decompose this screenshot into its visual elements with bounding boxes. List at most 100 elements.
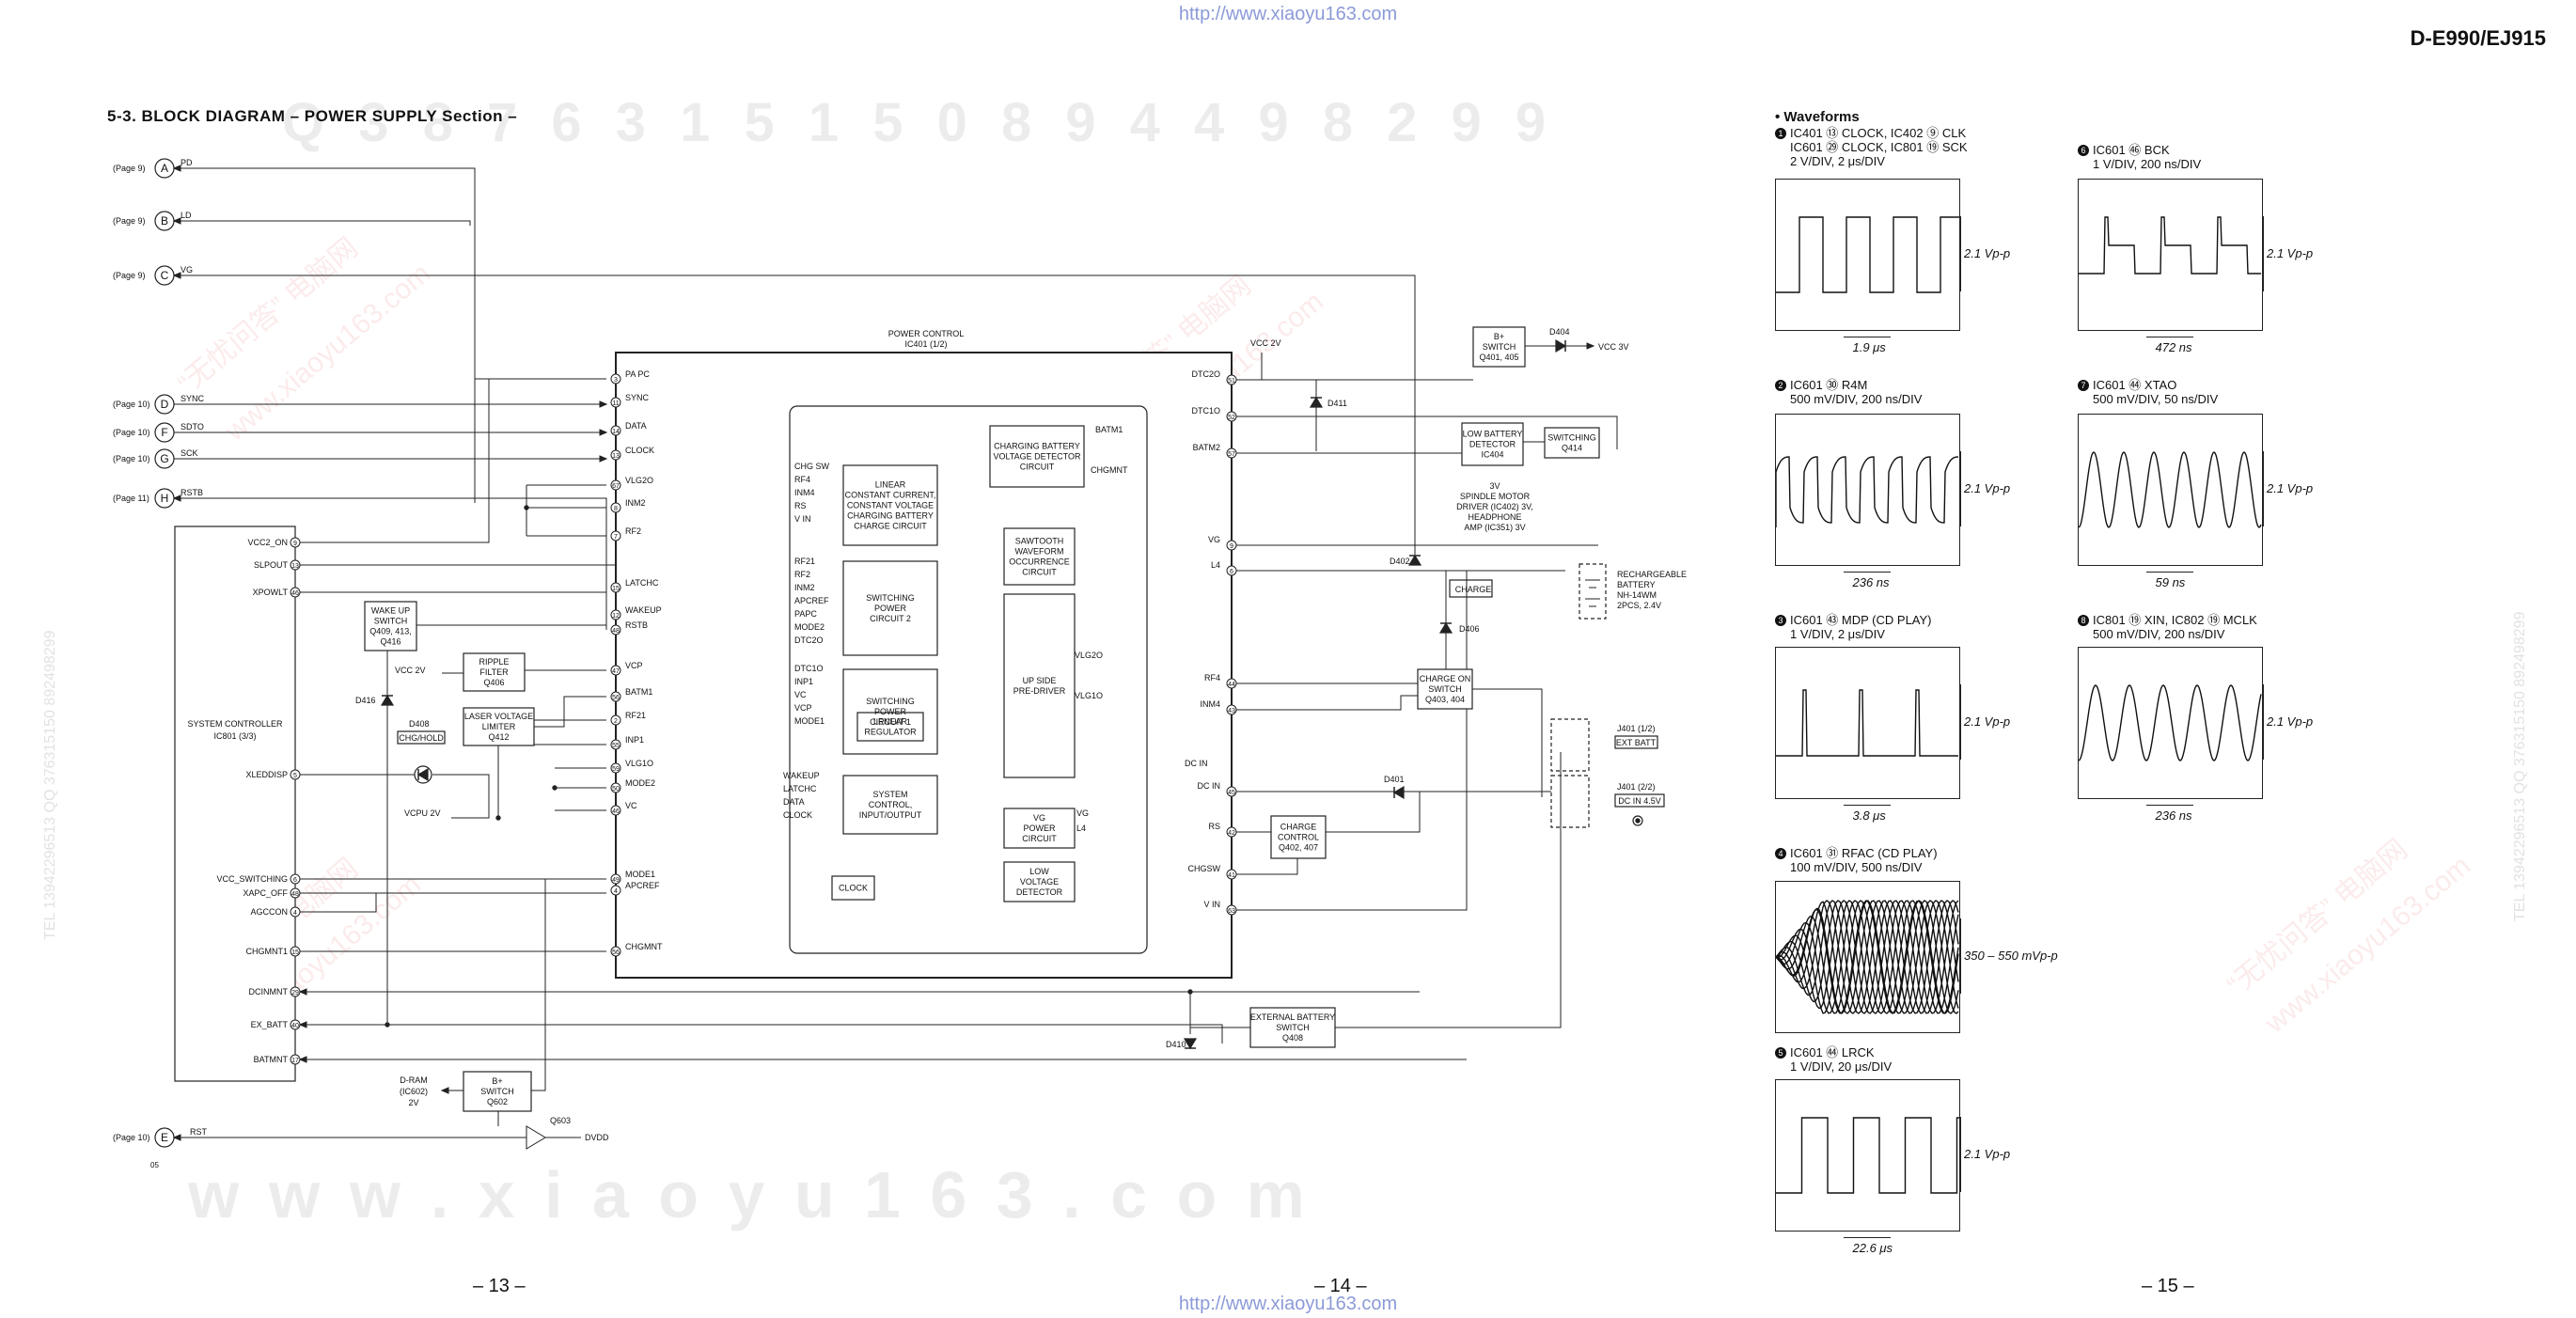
- waveform-time-marker: [2145, 805, 2193, 806]
- wake-up-switch-text: SWITCH: [374, 617, 408, 626]
- ic401-left-pin: [610, 449, 621, 461]
- sc-pin-name: XPOWLT: [253, 588, 289, 597]
- chg-hold-frame: [397, 730, 446, 745]
- waveform-title-line: IC401 ⑬ CLOCK, IC402 ⑨ CLK: [1790, 126, 1967, 140]
- arrow: [172, 217, 181, 225]
- wire-ld: [174, 220, 471, 226]
- d406-label: D406: [1459, 624, 1480, 634]
- low-voltage-detector-text: LOW: [1029, 867, 1049, 876]
- ic401-left-pin-num: 2: [614, 718, 618, 725]
- connector-D: [154, 394, 175, 415]
- ic401-right-pin: [1226, 374, 1237, 385]
- external-battery-switch: [1249, 1007, 1336, 1048]
- switching-power-circuit-1-text: POWER: [874, 707, 907, 716]
- inner-signal: RF4: [794, 475, 810, 484]
- wire-inm4: [1236, 695, 1418, 711]
- switching-power-circuit-1-text: SWITCHING: [866, 697, 915, 706]
- ic401-left-pin-name: DATA: [625, 421, 647, 431]
- d411: [1309, 396, 1324, 408]
- ic401-left-pin: [610, 691, 621, 702]
- linear-charge-circuit-text: CONSTANT CURRENT,: [845, 491, 936, 500]
- rechargeable-battery-label: NH-14WM: [1617, 590, 1657, 600]
- ic401-left-pin-name: RF21: [625, 711, 646, 720]
- system-controller-label: IC801 (3/3): [213, 731, 256, 741]
- bplus-switch-q602-text: SWITCH: [480, 1087, 514, 1096]
- ext-batt-frame: [1614, 735, 1658, 749]
- wake-up-switch-text: WAKE UP: [371, 606, 410, 616]
- charge-on-switch-text: SWITCH: [1428, 684, 1462, 694]
- inner-signal: DTC2O: [794, 635, 824, 645]
- ic401-left-pin: [610, 425, 621, 436]
- connector-signal: LD: [181, 211, 192, 220]
- wiring: [172, 165, 1641, 1150]
- page-number-13: – 13 –: [473, 1276, 526, 1296]
- connector-letter: A: [161, 162, 168, 175]
- junction: [524, 505, 529, 510]
- d402-label: D402: [1390, 557, 1410, 566]
- d416: [380, 694, 395, 706]
- wire-exbatt: [300, 1024, 1223, 1043]
- connector-signal: RST: [190, 1127, 208, 1137]
- junction: [495, 815, 501, 821]
- ic401-left-pin-name: APCREF: [625, 881, 660, 890]
- q603-buffer: [526, 1125, 546, 1150]
- waveform-trace: [2079, 451, 2262, 528]
- connector-signal: VG: [181, 265, 193, 275]
- switching-power-circuit-2-text: SWITCHING: [866, 593, 915, 603]
- waveform-title-line: IC601 ㉙ CLOCK, IC801 ⑲ SCK: [1790, 140, 1968, 154]
- waveform-number-badge: 2: [1775, 380, 1786, 391]
- charge-control-text: CHARGE: [1280, 823, 1317, 832]
- connector-page-ref: (Page 10): [113, 454, 150, 463]
- waveform-time-marker: [1843, 1237, 1891, 1238]
- ic401-right-pin-name: RF4: [1204, 673, 1220, 683]
- ic401-right-pin-name: INM4: [1200, 699, 1220, 709]
- connector-page-ref: (Page 10): [113, 1133, 150, 1142]
- ripple-filter-text: FILTER: [479, 667, 509, 677]
- switching-power-circuit-2-text: CIRCUIT 2: [870, 614, 911, 623]
- waveform-trace: [2079, 684, 2262, 761]
- wire-ebs2: [1335, 752, 1562, 1028]
- waveform-amplitude-marker: [1960, 451, 1961, 526]
- sc-pin-num: 40: [291, 1023, 299, 1029]
- ic401-left-pin: [610, 665, 621, 676]
- connector-letter: F: [161, 426, 167, 439]
- waveform-box-5: [1775, 1079, 1960, 1232]
- power-control-label: POWER CONTROL: [888, 329, 965, 338]
- sc-pin: [290, 559, 301, 571]
- sc-pin-name: VCC_SWITCHING: [216, 874, 288, 884]
- switching-power-circuit-2-text: POWER: [874, 604, 907, 613]
- watermark-diagonal: “无忧问答” 电脑网 www.xiaoyu163.com “无忧问答” 电脑网 …: [172, 232, 2476, 1059]
- connector-letter: D: [161, 398, 169, 411]
- junction: [1635, 818, 1641, 824]
- sc-pin-num: 9: [293, 541, 297, 547]
- d402: [1407, 554, 1422, 566]
- waveform-amplitude-label: 2.1 Vp-p: [1964, 714, 2011, 729]
- waveform-trace-svg: [1776, 1117, 1959, 1194]
- spindle-label: HEADPHONE: [1468, 512, 1521, 522]
- bplus-switch-q602-text: B+: [492, 1076, 502, 1086]
- wire-vin: [1236, 571, 1468, 911]
- ic401-left-pin-name: INM2: [625, 498, 646, 508]
- ic401-left-pin: [610, 714, 621, 726]
- ic401-right-pin-num: 57: [1228, 451, 1235, 458]
- ic401-right-pin-name: BATM2: [1193, 443, 1220, 452]
- waveform-trace: [1776, 900, 1959, 1014]
- sc-pin-name: EX_BATT: [251, 1020, 289, 1029]
- linear-regulator-text: LENEAR: [873, 717, 908, 727]
- ic401-left-pin-num: 48: [612, 628, 620, 635]
- ic401-left-pin-name: VLG1O: [625, 759, 653, 768]
- inner-signal: DATA: [783, 797, 805, 807]
- j401-1-label: J401 (1/2): [1617, 724, 1656, 733]
- ic401-left-pin: [610, 530, 621, 541]
- rechargeable-battery-label: 2PCS, 2.4V: [1617, 601, 1661, 610]
- sawtooth-circuit-text: WAVEFORM: [1015, 547, 1064, 557]
- bplus-switch-q401: [1472, 326, 1526, 368]
- waveform-title-line: 1 V/DIV, 20 μs/DIV: [1790, 1059, 1893, 1074]
- ic401-left-pin: [610, 805, 621, 816]
- ic401-left-pin-name: MODE1: [625, 870, 655, 879]
- ic401-left-pin-name: LATCHC: [625, 578, 659, 588]
- waveform-number-badge: 7: [2078, 380, 2089, 391]
